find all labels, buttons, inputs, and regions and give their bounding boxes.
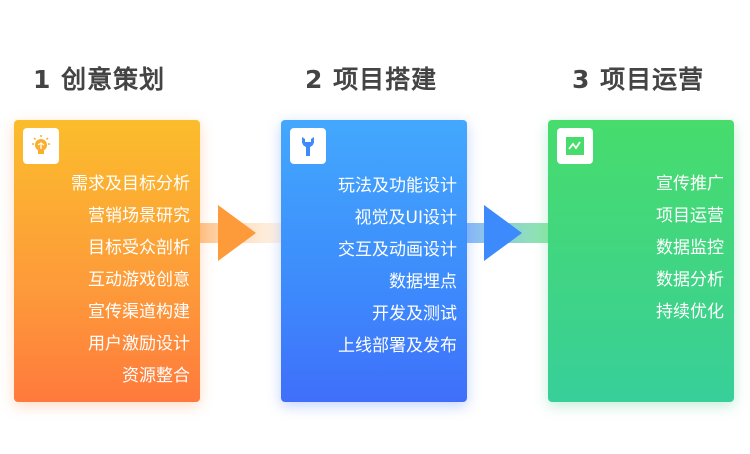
arrow-right-icon <box>200 205 284 261</box>
list-item: 项目运营 <box>656 206 724 226</box>
list-item: 用户激励设计 <box>88 334 190 354</box>
list-item: 互动游戏创意 <box>88 270 190 290</box>
list-item: 数据分析 <box>656 270 724 290</box>
list-item: 宣传推广 <box>656 174 724 194</box>
stage-1-card: 需求及目标分析 营销场景研究 目标受众剖析 互动游戏创意 宣传渠道构建 用户激励… <box>14 120 200 402</box>
list-item: 数据埋点 <box>389 272 457 292</box>
list-item: 开发及测试 <box>372 304 457 324</box>
list-item: 目标受众剖析 <box>88 238 190 258</box>
list-item: 宣传渠道构建 <box>88 302 190 322</box>
list-item: 持续优化 <box>656 302 724 322</box>
list-item: 视觉及UI设计 <box>354 208 457 228</box>
stage-3-card: 宣传推广 项目运营 数据监控 数据分析 持续优化 <box>548 120 734 402</box>
lightbulb-icon <box>23 128 59 164</box>
list-item: 需求及目标分析 <box>71 174 190 194</box>
list-item: 营销场景研究 <box>88 206 190 226</box>
stage-3-title: 3 项目运营 <box>572 65 705 94</box>
list-item: 数据监控 <box>656 238 724 258</box>
wrench-icon <box>290 128 326 164</box>
list-item: 交互及动画设计 <box>338 240 457 260</box>
list-item: 资源整合 <box>122 366 190 386</box>
list-item: 上线部署及发布 <box>338 336 457 356</box>
arrow-right-icon <box>466 205 550 261</box>
stage-2-card: 玩法及功能设计 视觉及UI设计 交互及动画设计 数据埋点 开发及测试 上线部署及… <box>281 120 467 402</box>
list-item: 玩法及功能设计 <box>338 176 457 196</box>
stage-2-title: 2 项目搭建 <box>305 65 438 94</box>
chart-icon <box>557 128 593 164</box>
stage-1-title: 1 创意策划 <box>33 65 166 94</box>
